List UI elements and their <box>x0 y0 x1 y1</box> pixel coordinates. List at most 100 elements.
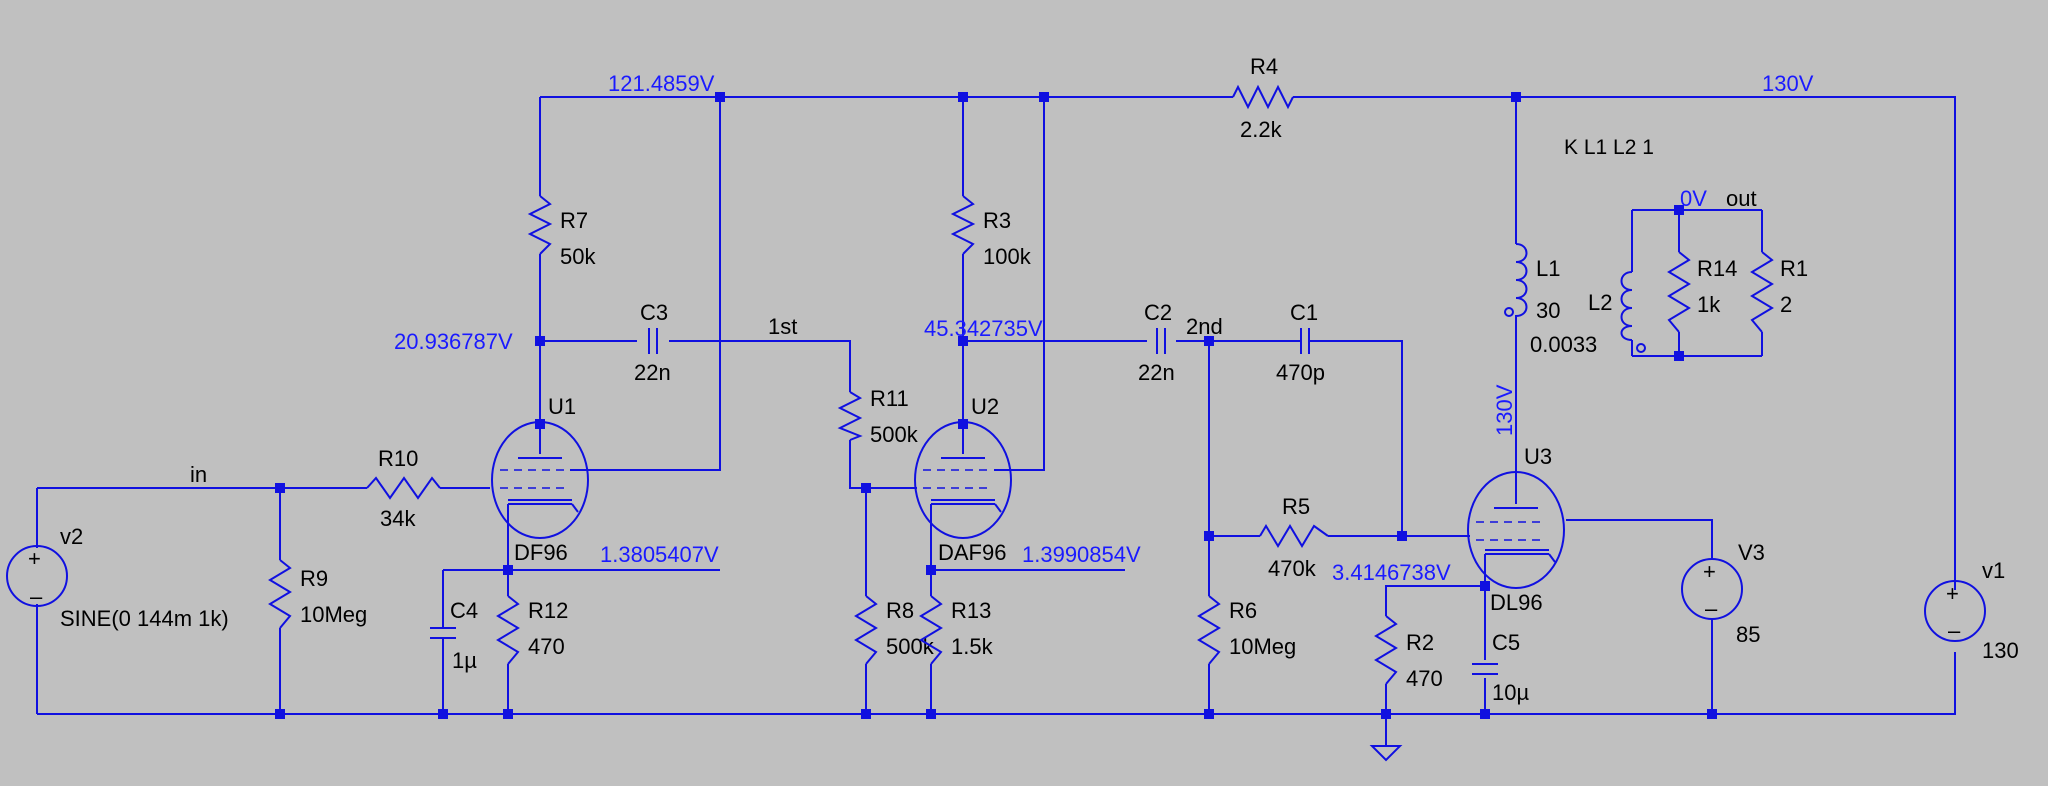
resistor-R10-name: R10 <box>378 446 418 471</box>
resistor-R7-value: 50k <box>560 244 596 269</box>
tube-U3[interactable]: U3 DL96 <box>1402 444 1565 615</box>
capacitor-C2-value: 22n <box>1138 360 1175 385</box>
resistor-R4[interactable]: R4 2.2k <box>1232 54 1294 142</box>
resistor-R13-value: 1.5k <box>951 634 994 659</box>
capacitor-C1-value: 470p <box>1276 360 1325 385</box>
resistor-R12[interactable]: R12 470 <box>496 595 568 665</box>
wires <box>36 96 1956 746</box>
voltage-source-v1-value: 130 <box>1982 638 2019 663</box>
tube-U2-model: DAF96 <box>938 540 1006 565</box>
capacitor-C3-name: C3 <box>640 300 668 325</box>
inductor-L2-value: 0.0033 <box>1530 332 1597 357</box>
capacitor-C3-value: 22n <box>634 360 671 385</box>
inductor-L2-name: L2 <box>1588 290 1612 315</box>
ground-icon <box>1369 745 1403 762</box>
capacitor-C3[interactable]: C3 22n <box>634 300 671 385</box>
resistor-R3-name: R3 <box>983 208 1011 233</box>
capacitor-C5-value: 10µ <box>1492 680 1529 705</box>
svg-text:+: + <box>1703 559 1716 584</box>
resistor-R11[interactable]: R11 500k <box>837 386 919 447</box>
voltage-source-v1-name: v1 <box>1982 558 2005 583</box>
voltage-source-V3[interactable]: + – V3 85 <box>1681 540 1765 647</box>
tube-U3-name: U3 <box>1524 444 1552 469</box>
voltage-label-u1-cathode: 1.3805407V <box>600 542 719 567</box>
resistor-R9-value: 10Meg <box>300 602 367 627</box>
inductor-L1-value: 30 <box>1536 298 1560 323</box>
resistor-R8-value: 500k <box>886 634 935 659</box>
resistor-R10[interactable]: R10 34k <box>366 446 441 531</box>
resistor-R11-value: 500k <box>870 422 919 447</box>
resistor-R5[interactable]: R5 470k <box>1259 494 1329 581</box>
resistor-R3[interactable]: R3 100k <box>950 195 1032 269</box>
resistor-R12-name: R12 <box>528 598 568 623</box>
svg-text:–: – <box>1705 596 1718 621</box>
voltage-source-v2-name: v2 <box>60 524 83 549</box>
tube-U1[interactable]: U1 DF96 <box>491 394 589 565</box>
svg-text:+: + <box>1946 581 1959 606</box>
voltage-source-V3-name: V3 <box>1738 540 1765 565</box>
tube-U2-name: U2 <box>971 394 999 419</box>
resistor-R13[interactable]: R13 1.5k <box>919 595 994 665</box>
resistor-R7-name: R7 <box>560 208 588 233</box>
svg-text:–: – <box>1948 618 1961 643</box>
voltage-source-V3-value: 85 <box>1736 622 1760 647</box>
resistor-R6-value: 10Meg <box>1229 634 1296 659</box>
voltage-source-v1[interactable]: + – v1 130 <box>1924 558 2019 663</box>
resistor-R8-name: R8 <box>886 598 914 623</box>
resistor-R2-name: R2 <box>1406 630 1434 655</box>
voltage-label-top-left: 121.4859V <box>608 71 715 96</box>
capacitor-C4[interactable]: C4 1µ <box>430 598 478 673</box>
voltage-label-u2-plate: 45.342735V <box>924 316 1043 341</box>
capacitor-C4-name: C4 <box>450 598 478 623</box>
resistor-R1[interactable]: R1 2 <box>1750 251 1808 333</box>
resistor-R14-value: 1k <box>1697 292 1721 317</box>
capacitor-C5[interactable]: C5 10µ <box>1472 630 1529 705</box>
resistor-R1-value: 2 <box>1780 292 1792 317</box>
voltage-label-u3-cathode: 3.4146738V <box>1332 560 1451 585</box>
resistor-R3-value: 100k <box>983 244 1032 269</box>
resistor-R14[interactable]: R14 1k <box>1667 251 1737 333</box>
resistor-R11-name: R11 <box>870 386 909 411</box>
net-label-2nd: 2nd <box>1186 314 1223 339</box>
spice-directive[interactable]: K L1 L2 1 <box>1564 136 1654 159</box>
resistor-R7[interactable]: R7 50k <box>527 195 596 269</box>
inductor-L1[interactable]: L1 30 <box>1504 243 1560 323</box>
resistor-R1-name: R1 <box>1780 256 1808 281</box>
resistor-R14-name: R14 <box>1697 256 1737 281</box>
tube-U1-model: DF96 <box>514 540 568 565</box>
resistor-R10-value: 34k <box>380 506 416 531</box>
voltage-source-v2[interactable]: + – v2 SINE(0 144m 1k) <box>6 524 229 631</box>
tube-U2[interactable]: U2 DAF96 <box>914 394 1012 570</box>
capacitor-C2-name: C2 <box>1144 300 1172 325</box>
voltage-label-u3-plate: 130V <box>1492 384 1517 436</box>
inductor-L2[interactable]: L2 0.0033 <box>1530 271 1646 357</box>
capacitor-C5-name: C5 <box>1492 630 1520 655</box>
resistor-R13-name: R13 <box>951 598 991 623</box>
svg-text:–: – <box>30 584 43 609</box>
resistor-R4-value: 2.2k <box>1240 117 1283 142</box>
net-label-1st: 1st <box>768 314 797 339</box>
resistor-R2[interactable]: R2 470 <box>1374 615 1443 691</box>
resistor-R5-name: R5 <box>1282 494 1310 519</box>
voltage-label-out: 0V <box>1680 186 1707 211</box>
resistor-R9[interactable]: R9 10Meg <box>268 559 367 629</box>
capacitor-C2[interactable]: C2 22n <box>1138 300 1175 385</box>
svg-text:+: + <box>28 546 41 571</box>
resistor-R8[interactable]: R8 500k <box>854 595 935 665</box>
resistor-R4-name: R4 <box>1250 54 1278 79</box>
resistor-R12-value: 470 <box>528 634 565 659</box>
resistor-R6-name: R6 <box>1229 598 1257 623</box>
capacitor-C1-name: C1 <box>1290 300 1318 325</box>
resistor-R9-name: R9 <box>300 566 328 591</box>
capacitor-C4-value: 1µ <box>452 648 477 673</box>
capacitor-C1[interactable]: C1 470p <box>1276 300 1325 385</box>
resistor-R6[interactable]: R6 10Meg <box>1197 595 1296 665</box>
resistor-R2-value: 470 <box>1406 666 1443 691</box>
tube-U3-model: DL96 <box>1490 590 1543 615</box>
inductor-L1-name: L1 <box>1536 256 1560 281</box>
voltage-label-u2-cathode: 1.3990854V <box>1022 542 1141 567</box>
resistor-R5-value: 470k <box>1268 556 1317 581</box>
voltage-label-u1-plate: 20.936787V <box>394 329 513 354</box>
